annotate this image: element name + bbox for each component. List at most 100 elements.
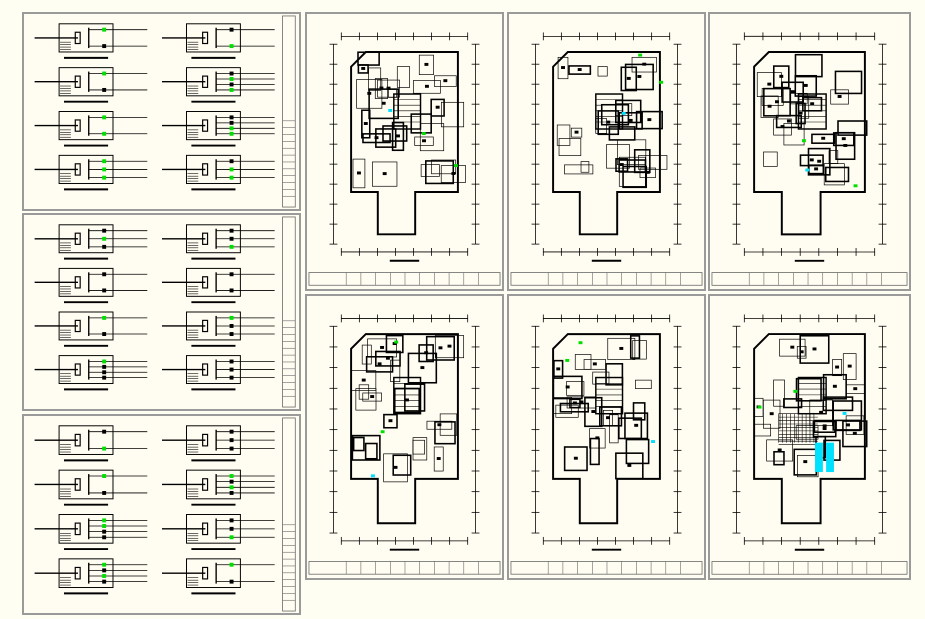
room (361, 109, 371, 139)
room (783, 398, 803, 409)
room (368, 88, 399, 120)
room (809, 399, 833, 427)
room (385, 334, 404, 354)
room (553, 359, 564, 379)
room (425, 160, 455, 185)
title-block (711, 561, 908, 575)
room (589, 428, 606, 449)
room (763, 399, 781, 429)
room (407, 352, 438, 384)
device-marker (621, 111, 626, 115)
room (574, 354, 592, 370)
drawing-sheet-schematic-3[interactable] (22, 414, 301, 615)
room (431, 159, 457, 175)
room (620, 66, 638, 92)
room (830, 89, 849, 105)
device-marker (757, 405, 762, 409)
room (795, 377, 822, 402)
room (396, 66, 410, 88)
drawing-sheet-plan-4[interactable] (305, 294, 504, 580)
room (842, 353, 857, 380)
room (794, 74, 818, 97)
room (766, 439, 794, 462)
room (430, 98, 445, 117)
floor-plan-drawing (510, 32, 703, 286)
room (434, 75, 457, 87)
room (832, 359, 842, 377)
room (358, 384, 370, 400)
room (618, 112, 643, 130)
title-block (308, 561, 501, 575)
room (439, 413, 458, 436)
room (357, 51, 380, 66)
room (391, 121, 405, 152)
room (589, 437, 600, 466)
room (362, 392, 382, 402)
room (570, 127, 583, 138)
room (563, 446, 588, 472)
room (772, 65, 790, 89)
room (434, 421, 456, 445)
room (807, 147, 831, 176)
room (390, 359, 401, 383)
room (419, 123, 445, 152)
electrical-schematic-drawing (34, 15, 296, 208)
room (361, 344, 372, 365)
room (638, 155, 668, 170)
room (597, 66, 608, 77)
device-marker (793, 389, 798, 393)
room (558, 138, 582, 156)
floor-plan-drawing (711, 314, 908, 575)
drawing-sheet-plan-1[interactable] (305, 12, 504, 291)
drawing-sheet-plan-6[interactable] (708, 294, 911, 580)
drawing-sheet-plan-2[interactable] (507, 12, 706, 291)
room (372, 161, 398, 187)
floor-plan-drawing (711, 32, 908, 286)
room (624, 63, 654, 91)
drawing-sheet-schematic-1[interactable] (22, 12, 301, 211)
room (382, 125, 408, 142)
room (392, 454, 412, 476)
drawing-sheet-plan-5[interactable] (507, 294, 706, 580)
drawing-sheet-plan-3[interactable] (708, 12, 911, 291)
room (375, 128, 397, 148)
device-marker (659, 80, 664, 84)
device-marker (370, 474, 375, 478)
title-block (510, 561, 703, 575)
room (425, 335, 456, 361)
title-block (510, 272, 703, 286)
room (552, 397, 573, 414)
room (352, 436, 365, 452)
room (845, 415, 865, 435)
room (635, 379, 652, 389)
room (813, 419, 836, 433)
room (615, 452, 644, 480)
room (837, 120, 868, 136)
room (559, 402, 590, 413)
device-marker (651, 440, 655, 444)
room (797, 455, 819, 478)
room (580, 161, 590, 173)
room (796, 346, 807, 359)
room (795, 102, 806, 125)
room (617, 139, 647, 165)
drawing-sheet-schematic-2[interactable] (22, 213, 301, 411)
stair-core (797, 376, 827, 415)
room (783, 123, 805, 146)
room (440, 101, 465, 128)
room (607, 337, 636, 360)
room (584, 396, 603, 428)
room (823, 163, 845, 186)
room (357, 64, 369, 74)
room (433, 446, 444, 472)
room (605, 363, 624, 386)
title-block (282, 15, 296, 208)
room (351, 370, 377, 391)
room (781, 81, 804, 103)
floor-plan-drawing (308, 314, 501, 575)
room (609, 414, 619, 444)
grid-hatch (778, 413, 818, 445)
room (812, 420, 837, 438)
electrical-schematic-drawing (34, 216, 296, 408)
floor-plan-drawing (308, 32, 501, 286)
